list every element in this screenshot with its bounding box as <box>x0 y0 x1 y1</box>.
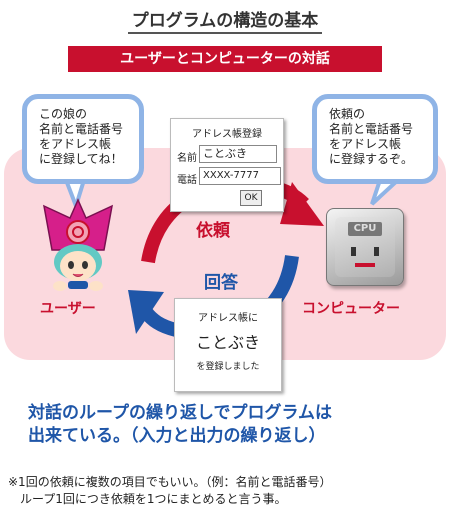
name-field[interactable]: ことぶき <box>199 145 277 163</box>
cpu-label: CPU <box>348 222 382 236</box>
message-line-2: ことぶき <box>195 333 260 352</box>
answer-label: 回答 <box>204 273 238 293</box>
cpu-face-icon <box>351 247 379 267</box>
user-speech-bubble: この娘の 名前と電話番号 をアドレス帳 に登録してね！ <box>22 94 144 184</box>
title-underline <box>128 32 322 34</box>
section-banner: ユーザーとコンピューターの対話 <box>68 46 382 72</box>
footnote-text: ※1回の依頼に複数の項目でもいい。（例：名前と電話番号） ループ1回につき依頼を… <box>8 475 332 506</box>
request-label: 依頼 <box>196 221 230 241</box>
computer-speech-bubble: 依頼の 名前と電話番号 をアドレス帳 に登録するぞ。 <box>312 94 438 184</box>
computer-label: コンピューター <box>302 301 400 317</box>
cpu-chip-icon: CPU <box>326 208 404 286</box>
name-label: 名前 <box>177 153 197 164</box>
phone-label: 電話 <box>177 175 197 186</box>
page-title: プログラムの構造の基本 <box>131 11 319 31</box>
message-line-1: アドレス帳に <box>198 313 258 324</box>
address-form-card: アドレス帳登録 名前 ことぶき 電話 XXXX-7777 <box>170 118 284 212</box>
user-label: ユーザー <box>40 301 96 317</box>
request-arrowhead <box>280 182 324 226</box>
answer-arrowhead <box>128 290 164 334</box>
message-line-3: を登録しました <box>196 362 260 372</box>
phone-field[interactable]: XXXX-7777 <box>199 167 281 185</box>
summary-text: 対話のループの繰り返しでプログラムは 出来ている。（入力と出力の繰り返し） <box>28 403 332 446</box>
form-title: アドレス帳登録 <box>192 129 262 140</box>
ok-button[interactable]: OK <box>240 190 262 206</box>
result-message-card: アドレス帳に ことぶき を登録しました <box>174 298 282 392</box>
